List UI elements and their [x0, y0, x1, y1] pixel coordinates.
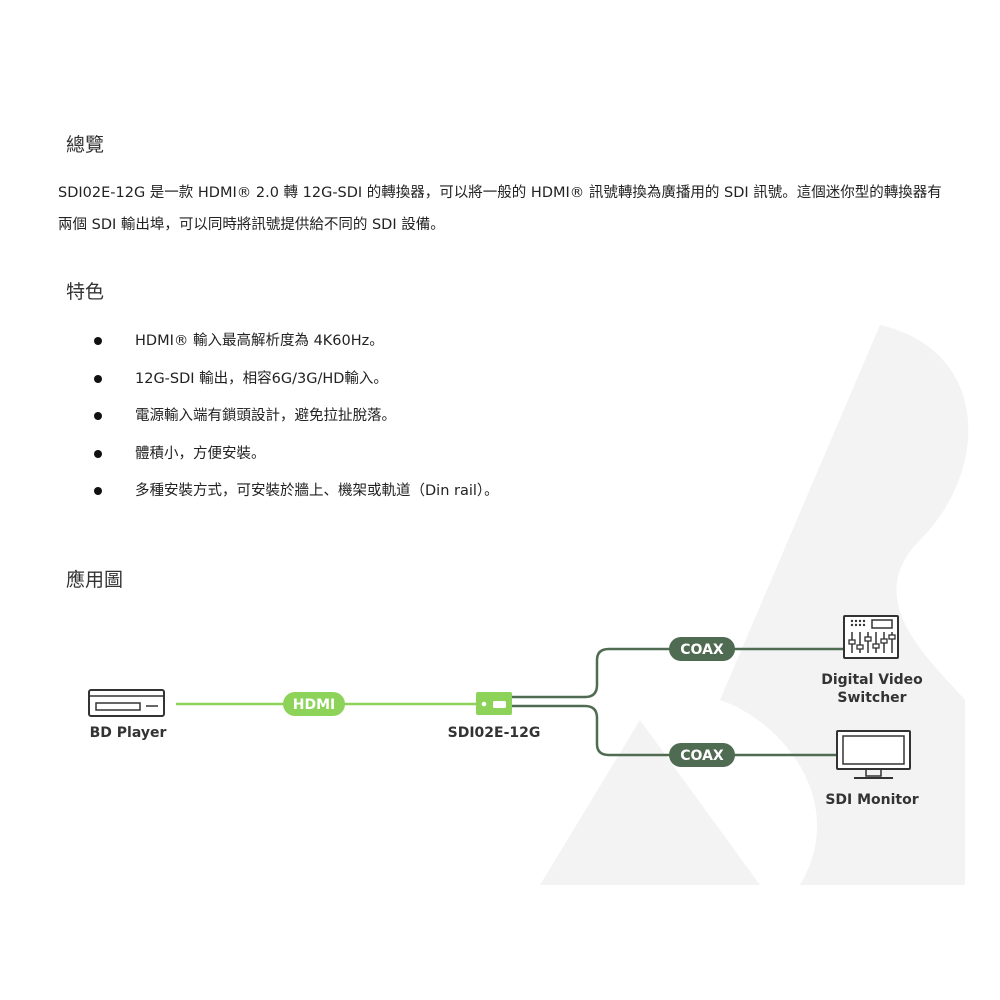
hdmi-pill — [283, 692, 345, 716]
monitor-label: SDI Monitor — [825, 792, 918, 808]
coax-pill-bottom-label: COAX — [680, 748, 724, 764]
bullet-icon — [94, 412, 102, 420]
monitor-icon — [836, 730, 911, 779]
feature-text: 體積小，方便安裝。 — [135, 445, 266, 462]
video-switcher-icon — [843, 615, 899, 659]
bd-player-label: BD Player — [90, 725, 167, 741]
switcher-label-line2: Switcher — [837, 690, 906, 706]
switcher-label-line1: Digital Video — [821, 672, 923, 688]
bullet-icon — [94, 374, 102, 383]
feature-text: 12G-SDI 輸出，相容6G/3G/HD輸入。 — [135, 370, 388, 387]
coax-pill-top — [669, 637, 735, 661]
bullet-icon — [94, 337, 102, 345]
feature-text: 多種安裝方式，可安裝於牆上、機架或軌道（Din rail）。 — [135, 483, 499, 499]
overview-heading: 總覽 — [66, 134, 105, 156]
bullet-icon — [94, 449, 102, 458]
coax-cable-bottom — [512, 704, 836, 757]
bullet-icon — [94, 487, 102, 495]
hdmi-pill-label: HDMI — [293, 697, 335, 713]
coax-pill-bottom — [669, 743, 735, 767]
application-heading: 應用圖 — [66, 569, 124, 591]
converter-device-icon — [476, 692, 512, 715]
converter-label: SDI02E-12G — [448, 725, 541, 741]
bd-player-icon — [88, 689, 165, 717]
overview-paragraph: SDI02E-12G 是一款 HDMI® 2.0 轉 12G-SDI 的轉換器，… — [58, 185, 942, 233]
feature-text: 電源輸入端有鎖頭設計，避免拉扯脫落。 — [135, 408, 396, 424]
coax-pill-top-label: COAX — [680, 642, 724, 658]
coax-cable-top — [512, 647, 843, 699]
features-heading: 特色 — [66, 281, 105, 303]
feature-text: HDMI® 輸入最高解析度為 4K60Hz。 — [135, 333, 384, 349]
application-diagram: BD Player HDMI SDI02E-12G COAX COAX — [88, 615, 923, 808]
